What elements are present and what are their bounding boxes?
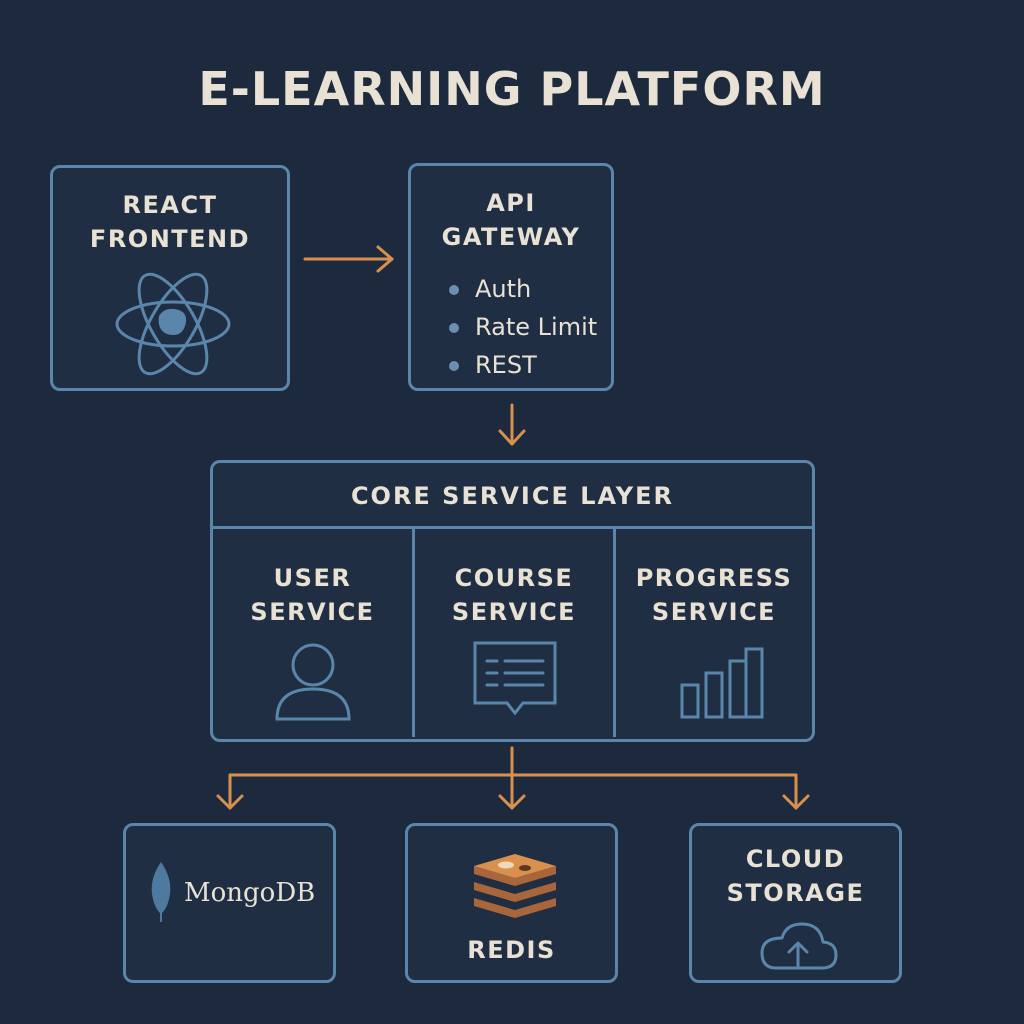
user-icon — [275, 643, 351, 721]
redis-label: REDIS — [467, 936, 556, 964]
bar-chart-icon — [680, 647, 764, 719]
user-service-cell: USER SERVICE — [213, 529, 412, 737]
arrow-core-to-storage — [216, 746, 810, 810]
redis-box: REDIS — [405, 823, 618, 983]
core-service-layer-label: CORE SERVICE LAYER — [350, 482, 675, 510]
mongodb-label: MongoDB — [184, 878, 316, 908]
course-service-cell: COURSE SERVICE — [412, 529, 613, 737]
gateway-feature-rest: REST — [449, 346, 597, 384]
core-service-layer-header: CORE SERVICE LAYER — [213, 463, 812, 529]
diagram-title: E-LEARNING PLATFORM — [198, 62, 826, 116]
progress-service-cell: PROGRESS SERVICE — [613, 529, 812, 737]
user-service-label: USER SERVICE — [250, 564, 375, 626]
api-gateway-box: API GATEWAY Auth Rate Limit REST — [408, 163, 614, 391]
course-service-label: COURSE SERVICE — [451, 564, 577, 626]
gateway-feature-list: Auth Rate Limit REST — [449, 270, 597, 384]
react-atom-icon — [115, 272, 231, 376]
react-frontend-box: REACT FRONTEND — [50, 165, 290, 391]
core-service-layer-box: CORE SERVICE LAYER USER SERVICE COURSE S… — [210, 460, 815, 742]
document-chat-icon — [473, 641, 557, 716]
progress-service-label: PROGRESS SERVICE — [635, 564, 793, 626]
mongodb-box: MongoDB — [123, 823, 336, 983]
mongodb-leaf-icon — [151, 862, 171, 922]
api-gateway-label: API GATEWAY — [441, 189, 581, 251]
react-frontend-label: REACT FRONTEND — [89, 191, 251, 253]
cloud-storage-label: CLOUD STORAGE — [726, 845, 865, 907]
gateway-feature-rate-limit: Rate Limit — [449, 308, 597, 346]
cloud-upload-icon — [760, 922, 838, 970]
cloud-storage-box: CLOUD STORAGE — [689, 823, 902, 983]
arrow-gateway-to-core — [498, 403, 526, 446]
redis-stack-icon — [474, 854, 556, 918]
arrow-frontend-to-gateway — [303, 245, 394, 273]
gateway-feature-auth: Auth — [449, 270, 597, 308]
